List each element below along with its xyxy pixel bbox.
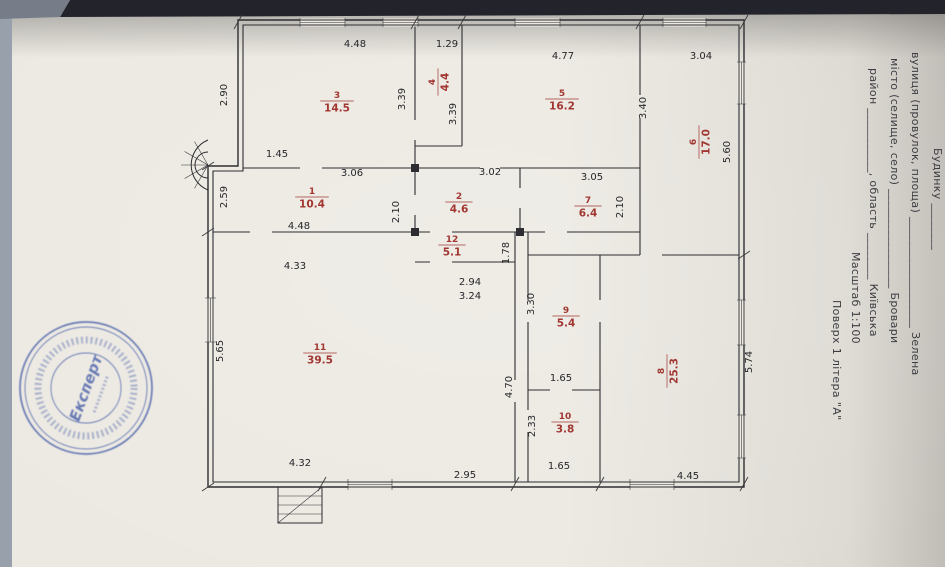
- dimension-label: 3.05: [581, 172, 603, 183]
- dimension-label: 2.95: [454, 470, 476, 481]
- form-text-line: Будинку ________: [931, 148, 944, 250]
- room-label: 125.1: [438, 235, 466, 259]
- room-area: 4.6: [450, 204, 469, 216]
- dimension-label: 3.02: [479, 167, 501, 178]
- dimension-label: 4.77: [552, 51, 574, 62]
- form-text-line: місто (селище, село) _________________ Б…: [888, 58, 901, 344]
- dimension-label: 4.45: [677, 471, 699, 482]
- dimension-label: 3.39: [448, 103, 459, 125]
- dimension-label: 1.45: [266, 149, 288, 160]
- room-area: 4.4: [440, 73, 452, 92]
- dimension-label: 4.32: [289, 458, 311, 469]
- room-number: 7: [585, 196, 591, 206]
- room-area: 39.5: [307, 355, 333, 367]
- room-area: 17.0: [701, 129, 713, 155]
- dimension-label: 3.40: [638, 97, 649, 119]
- room-number: 5: [559, 89, 565, 99]
- dimension-label: 3.04: [690, 51, 712, 62]
- room-number: 2: [456, 192, 462, 202]
- entrance-steps: [277, 486, 323, 524]
- dimension-label: 2.33: [527, 415, 538, 437]
- room-number: 3: [334, 91, 340, 101]
- room-area: 25.3: [669, 358, 681, 384]
- interior-walls: [213, 25, 739, 482]
- room-area: 6.4: [579, 208, 598, 220]
- room-label: 110.4: [295, 187, 329, 211]
- room-number: 4: [428, 79, 438, 85]
- room-label: 516.2: [545, 89, 579, 113]
- dimension-label: 1.29: [436, 39, 458, 50]
- outer-wall-inner-line: [212, 24, 740, 483]
- stamp-outer-ring: [19, 321, 153, 455]
- room-number: 11: [314, 343, 327, 353]
- dimension-label: 5.60: [722, 141, 733, 163]
- form-text-line: район ___________, область ________ Київ…: [867, 68, 880, 337]
- room-area: 16.2: [549, 101, 575, 113]
- form-text-line: Масштаб 1:100: [849, 252, 862, 344]
- dimension-label: 2.90: [219, 84, 230, 106]
- form-text-line: Поверх 1 літера "А": [830, 300, 843, 421]
- dimension-label: 4.33: [284, 261, 306, 272]
- paper-highlight: [12, 13, 945, 567]
- scan-edge-corner: [0, 0, 70, 19]
- room-number: 9: [563, 306, 569, 316]
- room-area: 5.4: [557, 318, 576, 330]
- dimension-label: 3.30: [526, 293, 537, 315]
- dimension-ticks: [201, 14, 751, 492]
- dimension-label: 2.10: [391, 201, 402, 223]
- stamp-subtext-marks: [92, 374, 110, 413]
- room-number: 12: [446, 235, 459, 245]
- dimension-label: 2.94: [459, 277, 481, 288]
- dimension-label: 1.65: [548, 461, 570, 472]
- room-number: 6: [689, 139, 699, 145]
- room-label: 24.6: [445, 192, 473, 216]
- room-label: 11 39.5: [303, 343, 337, 367]
- dimension-label: 1.78: [501, 242, 512, 264]
- stamp-inner-ring: [50, 352, 122, 424]
- dimension-label: 4.48: [288, 221, 310, 232]
- room-number: 10: [559, 412, 572, 422]
- room-area: 5.1: [443, 247, 462, 259]
- stamp-middle-ring: [24, 326, 148, 450]
- wall-junction-marks: [411, 164, 524, 236]
- dimension-label: 4.48: [344, 39, 366, 50]
- form-text-line: вулиця (провулок, площа) _______________…: [909, 52, 922, 376]
- room-area: 10.4: [299, 199, 325, 211]
- address-form-text: Будинку ________ вулиця (провулок, площа)…: [830, 52, 944, 421]
- dimension-label: 2.59: [219, 186, 230, 208]
- window-symbols: [205, 18, 746, 490]
- semicircular-bay: [181, 139, 209, 191]
- dimension-label: 3.39: [397, 88, 408, 110]
- room-area: 14.5: [324, 103, 350, 115]
- scan-edge-shadow: [60, 0, 945, 17]
- dimension-label: 3.06: [341, 168, 363, 179]
- dimension-label: 4.70: [504, 376, 515, 398]
- dimension-label: 2.10: [615, 196, 626, 218]
- stamp-rim-text-marks: [34, 336, 138, 440]
- dimension-label: 3.24: [459, 291, 481, 302]
- room-number: 8: [657, 368, 667, 374]
- room-label: 103.8: [551, 412, 579, 436]
- room-label: 76.4: [574, 196, 602, 220]
- dimension-label: 5.65: [215, 340, 226, 362]
- room-area: 3.8: [556, 424, 575, 436]
- dimension-label: 5.74: [744, 351, 755, 373]
- room-label: 95.4: [552, 306, 580, 330]
- room-number: 1: [309, 187, 315, 197]
- dimension-label: 1.65: [550, 373, 572, 384]
- room-label: 314.5: [320, 91, 354, 115]
